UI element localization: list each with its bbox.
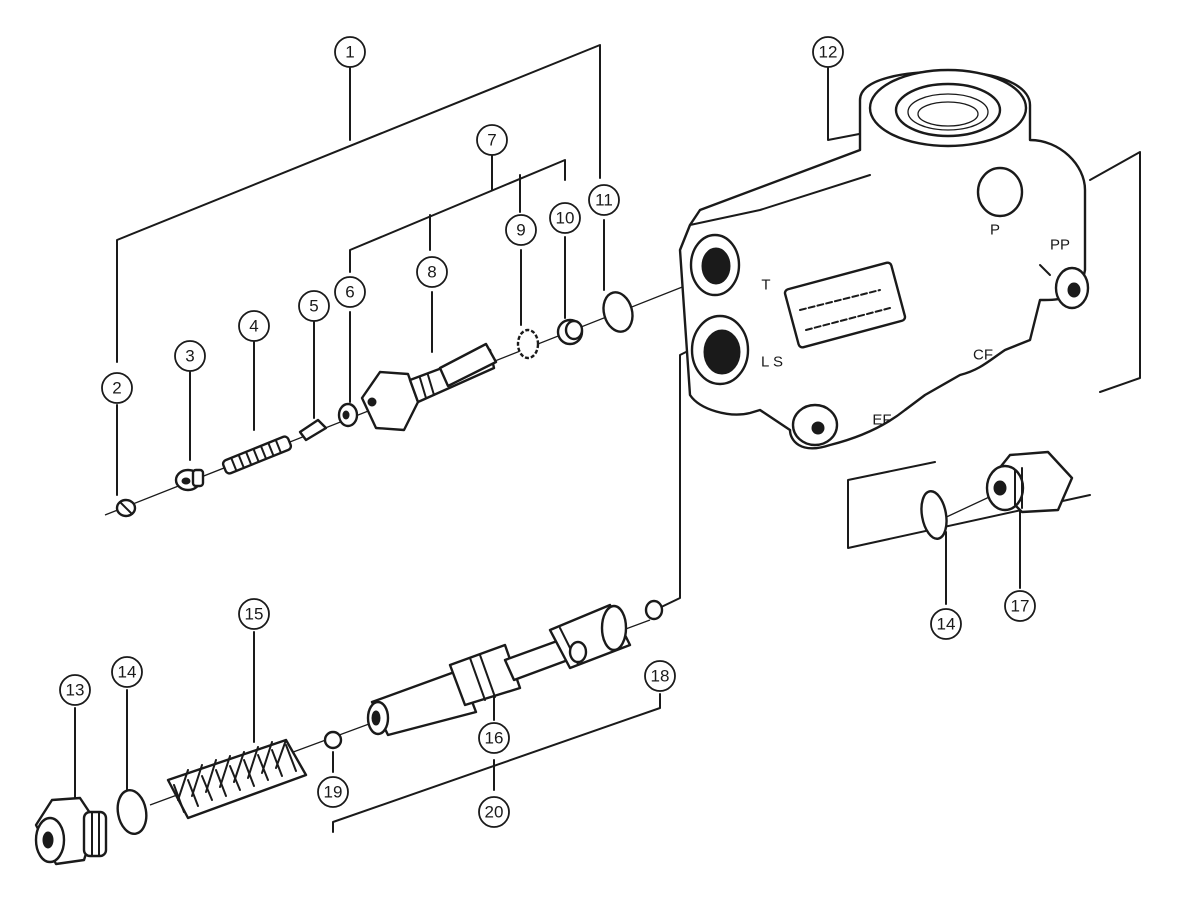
callout-17: 17	[1004, 590, 1036, 622]
part-3-washer	[174, 468, 205, 492]
callout-20: 20	[478, 796, 510, 828]
port-label-ls: L S	[761, 354, 783, 371]
part-16-spool	[366, 603, 632, 737]
port-label-p: P	[990, 222, 1000, 239]
callout-14-left: 14	[111, 656, 143, 688]
callout-13: 13	[59, 674, 91, 706]
part-11-o-ring	[602, 291, 634, 333]
part-5-poppet	[298, 418, 328, 442]
svg-text:5: 5	[309, 297, 318, 316]
svg-text:12: 12	[819, 43, 838, 62]
svg-text:14: 14	[118, 663, 137, 682]
svg-text:8: 8	[427, 263, 436, 282]
svg-text:16: 16	[485, 729, 504, 748]
part-10-bushing	[556, 318, 584, 346]
callout-8: 8	[416, 256, 448, 288]
part-6-seat	[337, 402, 359, 428]
svg-text:10: 10	[556, 209, 575, 228]
part-19-ball	[323, 730, 343, 750]
callout-15: 15	[238, 598, 270, 630]
part-14-o-ring-left	[116, 788, 148, 836]
callout-5: 5	[298, 290, 330, 322]
callout-16: 16	[478, 722, 510, 754]
part-17-plug	[985, 450, 1074, 514]
svg-text:1: 1	[345, 43, 354, 62]
part-18-pin	[644, 599, 664, 621]
svg-text:13: 13	[66, 681, 85, 700]
port-label-t: T	[761, 277, 770, 294]
callout-3: 3	[174, 340, 206, 372]
callout-11: 11	[588, 184, 620, 216]
svg-text:4: 4	[249, 317, 258, 336]
callout-6: 6	[334, 276, 366, 308]
svg-text:2: 2	[112, 379, 121, 398]
svg-text:11: 11	[595, 191, 613, 210]
port-label-ef: EF	[872, 412, 891, 429]
svg-text:20: 20	[485, 803, 504, 822]
part-4-spring	[221, 435, 293, 475]
part-15-spring	[166, 738, 308, 820]
port-label-pp: PP	[1050, 237, 1070, 254]
callout-9: 9	[505, 214, 537, 246]
svg-text:9: 9	[516, 221, 525, 240]
callout-12: 12	[812, 36, 844, 68]
callout-14-right: 14	[930, 608, 962, 640]
callout-10: 10	[549, 202, 581, 234]
part-8-cartridge	[360, 342, 498, 432]
part-13-plug-left	[34, 796, 108, 866]
part-14-o-ring-right	[920, 490, 948, 540]
part-9-ring	[516, 328, 540, 360]
callout-19: 19	[317, 776, 349, 808]
svg-text:15: 15	[245, 605, 264, 624]
port-label-cf: CF	[973, 347, 993, 364]
part-2-screw	[115, 498, 137, 518]
svg-text:17: 17	[1011, 597, 1030, 616]
svg-text:14: 14	[937, 615, 956, 634]
callout-18: 18	[644, 660, 676, 692]
port-labels: T L S P PP CF EF	[761, 222, 1070, 429]
callout-7: 7	[476, 124, 508, 156]
svg-text:3: 3	[185, 347, 194, 366]
callout-2: 2	[101, 372, 133, 404]
svg-text:6: 6	[345, 283, 354, 302]
callout-4: 4	[238, 310, 270, 342]
svg-text:18: 18	[651, 667, 670, 686]
callout-1: 1	[334, 36, 366, 68]
svg-text:19: 19	[324, 783, 343, 802]
part-12-valve-body	[678, 68, 1090, 450]
svg-text:7: 7	[487, 131, 496, 150]
